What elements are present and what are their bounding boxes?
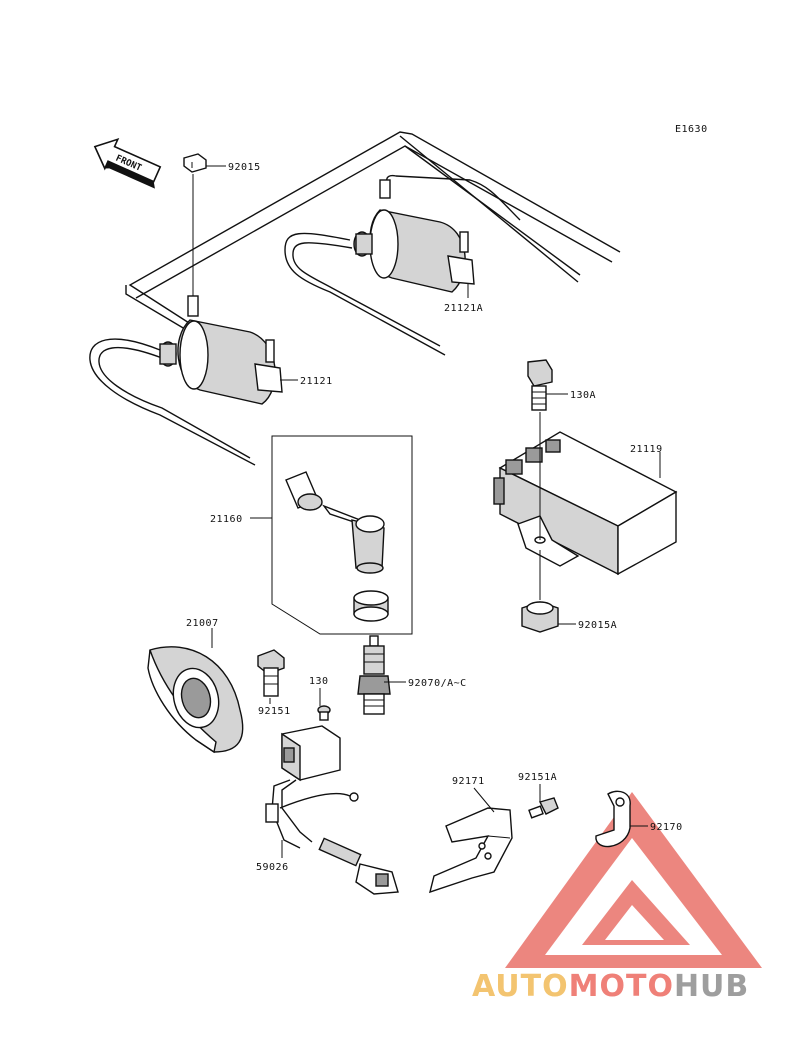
label-130a: 130A — [570, 390, 596, 401]
bolt-92151a — [528, 784, 559, 819]
leader-lines — [206, 165, 661, 858]
front-arrow-icon: FRONT — [93, 137, 162, 189]
bolt-130a — [527, 359, 553, 432]
label-92171: 92171 — [452, 776, 485, 787]
rotor — [147, 628, 244, 754]
label-21007: 21007 — [186, 618, 219, 629]
label-21121: 21121 — [300, 376, 333, 387]
label-92070: 92070/A~C — [408, 678, 467, 689]
plug-cap-kit — [250, 435, 413, 635]
nut-92015 — [183, 153, 207, 298]
pickup-coil — [265, 725, 399, 895]
nut-92015a — [521, 601, 559, 633]
watermark-moto: MOTO — [569, 969, 674, 1004]
watermark-hub: HUB — [674, 969, 749, 1004]
bolt-92151 — [257, 649, 285, 697]
ignition-coil-front — [159, 295, 283, 405]
label-21119: 21119 — [630, 444, 663, 455]
spark-plug — [357, 635, 391, 715]
watermark-logo-icon — [505, 792, 762, 968]
label-21121a: 21121A — [444, 303, 483, 314]
svg-text:AUTOMOTOHUB: AUTOMOTOHUB — [472, 969, 749, 1004]
ignition-coil-rear — [353, 179, 475, 293]
label-21160: 21160 — [210, 514, 243, 525]
label-130: 130 — [309, 676, 329, 687]
label-92151a: 92151A — [518, 772, 557, 783]
bracket-92171 — [429, 787, 513, 894]
label-92015: 92015 — [228, 162, 261, 173]
screw-130 — [317, 688, 331, 721]
watermark-auto: AUTO — [472, 969, 569, 1004]
watermark: AUTOMOTOHUB — [472, 969, 749, 1004]
part-labels: 92015 21121A 21121 130A 21119 21160 9201… — [186, 162, 683, 873]
label-92151: 92151 — [258, 706, 291, 717]
label-92015a: 92015A — [578, 620, 617, 631]
label-59026: 59026 — [256, 862, 289, 873]
clamp-92170 — [595, 790, 648, 848]
diagram-code: E1630 — [675, 124, 708, 135]
cdi-unit — [493, 431, 678, 600]
label-92170: 92170 — [650, 822, 683, 833]
